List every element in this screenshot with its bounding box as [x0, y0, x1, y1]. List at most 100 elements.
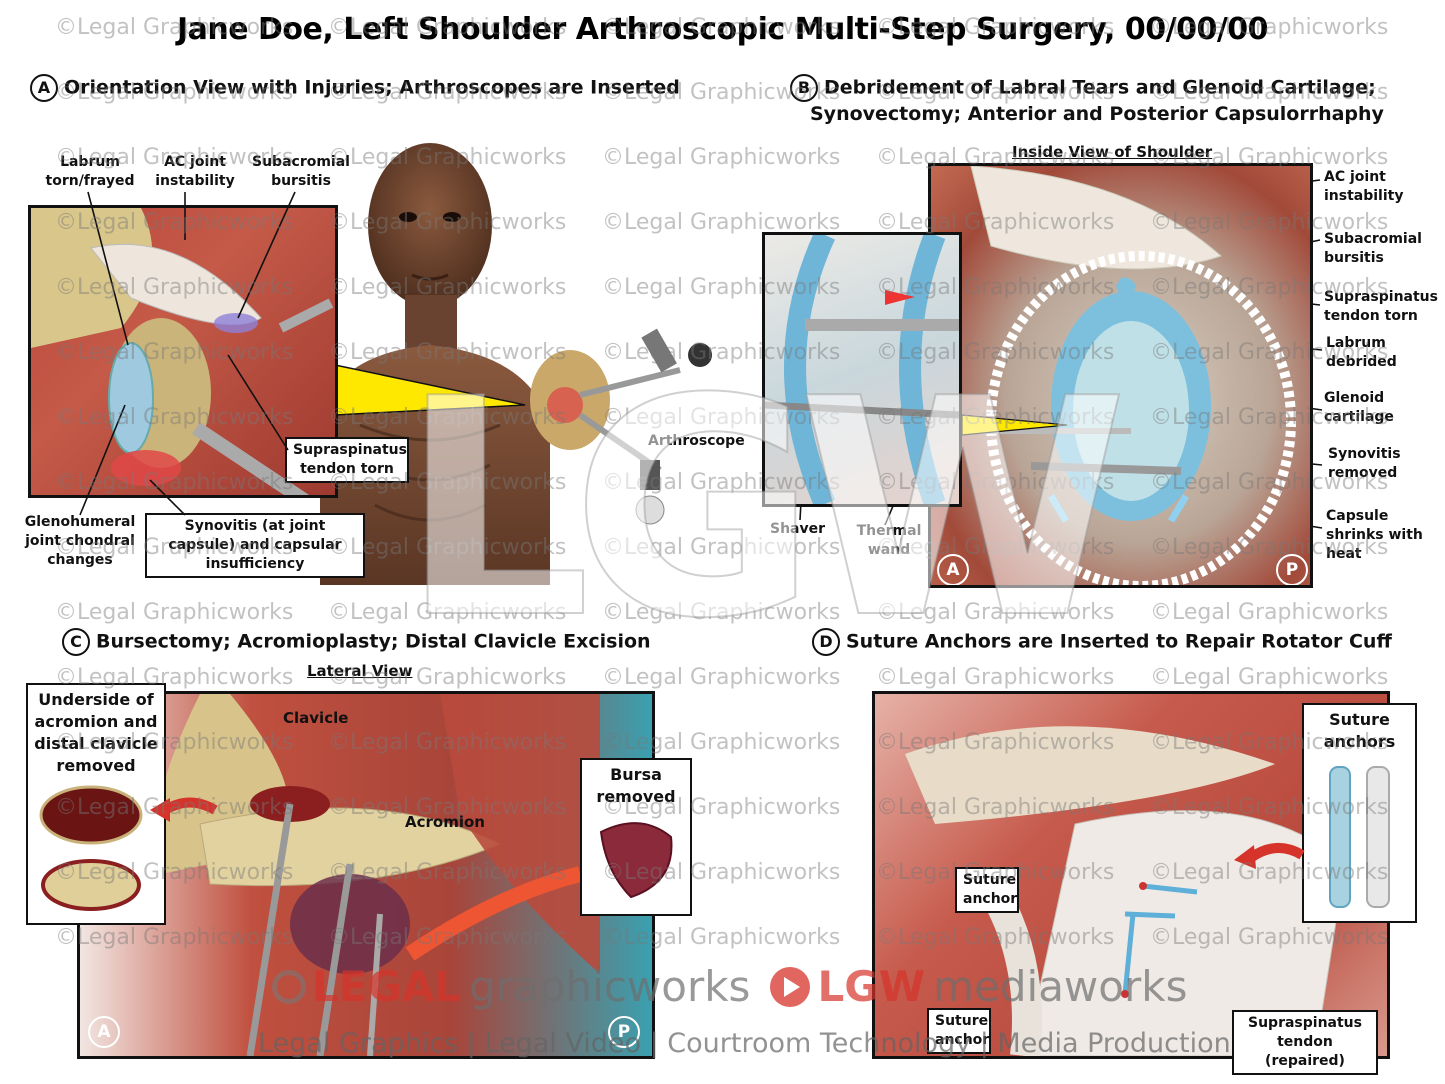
panel-d-suture-3	[1122, 913, 1136, 995]
arthroscope-label: Arthroscope	[648, 433, 745, 449]
watermark-text: ©Legal Graphicworks	[55, 600, 294, 625]
panel-d-heading: D Suture Anchors are Inserted to Repair R…	[812, 628, 1392, 656]
watermark-text: ©Legal Graphicworks	[1150, 600, 1389, 625]
panel-c-image: A P	[77, 691, 655, 1059]
panel-a-callout-wedge	[334, 364, 526, 416]
page-title: Jane Doe, Left Shoulder Arthroscopic Mul…	[176, 12, 1269, 47]
panel-c-left-arrow	[150, 797, 218, 822]
panel-d-anchor2-label: Suture anchor	[927, 1008, 991, 1054]
panel-b-letter: B	[790, 74, 818, 102]
inset-red-arrow	[885, 290, 915, 305]
panel-c-tool-1	[246, 803, 294, 1056]
panel-b-marker-p: P	[1276, 554, 1308, 585]
panel-d-illustration	[905, 726, 1346, 1056]
panel-c-acromion-label: Acromion	[405, 813, 485, 831]
panel-a-ac-label: AC joint instability	[155, 154, 235, 189]
panel-b-heading: B Debridement of Labral Tears and Glenoid…	[790, 74, 1376, 102]
panel-a-scope-lower	[192, 422, 310, 495]
watermark-text: ©Legal Graphicworks	[602, 665, 841, 690]
panel-d-anchors-image	[1328, 766, 1390, 908]
panel-a-subacromial-label: Subacromial bursitis	[252, 154, 350, 189]
panel-c-bursa	[290, 874, 410, 974]
panel-c-bursa-removed-image	[599, 822, 673, 899]
watermark-text: ©Legal Graphicworks	[876, 600, 1115, 625]
panel-c-clavicle-label: Clavicle	[283, 709, 349, 727]
panel-d-anchors-box: Suture anchors	[1302, 703, 1417, 923]
panel-d-red-arrow	[1234, 843, 1305, 869]
panel-b-image: A P	[928, 163, 1313, 588]
panel-c-red-arrow	[405, 866, 582, 961]
panel-d-acromion	[905, 726, 1275, 824]
panel-a-synovitis	[111, 450, 181, 486]
patient-eye-right	[443, 212, 461, 222]
panel-a-scope-upper	[278, 298, 334, 333]
panel-c-underside-label: Underside of acromion and distal clavicl…	[34, 690, 158, 775]
panel-a-synovitis-label: Synovitis (at joint capsule) and capsula…	[145, 513, 365, 578]
panel-b-labrum-label: Labrum debrided	[1326, 335, 1397, 370]
panel-a-labrum-label: Labrum torn/frayed	[45, 154, 135, 189]
inset-wand	[765, 401, 959, 419]
scope-eyepiece-1	[688, 343, 712, 367]
small-joint	[547, 387, 583, 423]
panel-d-suture-1	[1142, 883, 1198, 895]
panel-b-illustration	[931, 166, 1296, 585]
panel-b-tendon	[970, 166, 1222, 270]
panel-c-tool-2	[316, 863, 354, 1056]
panel-d-anchors-label: Suture anchors	[1323, 710, 1396, 751]
panel-a-supraspinatus-label: Supraspinatus tendon torn	[285, 437, 409, 483]
panel-d-letter: D	[812, 628, 840, 656]
arthroscope-instruments	[530, 328, 712, 525]
scope-handle-2	[640, 460, 660, 490]
panel-c-removed-bone	[39, 785, 143, 911]
watermark-text: ©Legal Graphicworks	[876, 665, 1115, 690]
scope-eyepiece-2	[635, 495, 665, 525]
inset-labrum-2	[899, 235, 946, 504]
panel-b-thermal-label: Thermal wand	[856, 523, 922, 558]
panel-c-tool-3	[367, 913, 383, 1056]
panel-b-labrum-top	[1116, 277, 1136, 301]
panel-c-underside-box: Underside of acromion and distal clavicl…	[26, 683, 166, 925]
scope-shaft-1	[579, 367, 681, 398]
panel-c-deltoid	[440, 694, 600, 974]
panel-a-letter: A	[30, 74, 58, 102]
panel-d-heading-text: Suture Anchors are Inserted to Repair Ro…	[846, 630, 1392, 653]
panel-b-inset-illustration	[765, 235, 959, 504]
watermark-text: ©Legal Graphicworks	[602, 600, 841, 625]
panel-a-heading: A Orientation View with Injuries; Arthros…	[30, 74, 680, 102]
panel-d-anchor-dot-1	[1139, 882, 1147, 890]
panel-b-glenoid-label: Glenoid cartilage	[1324, 390, 1394, 425]
panel-b-capsule-label: Capsule shrinks with heat	[1326, 508, 1423, 562]
panel-b-synovitis-label: Synovitis removed	[1328, 446, 1401, 481]
patient-mouth	[411, 273, 449, 281]
panel-c-subheading: Lateral View	[307, 662, 413, 680]
panel-b-callout-wedge	[962, 414, 1068, 436]
panel-b-wand-shaft	[1030, 462, 1182, 475]
panel-b-subheading: Inside View of Shoulder	[1012, 143, 1213, 161]
panel-d-tendon-label: Supraspinatus tendon (repaired)	[1232, 1010, 1378, 1075]
patient-head	[368, 143, 492, 307]
panel-c-letter: C	[62, 628, 90, 656]
inset-labrum	[784, 235, 836, 504]
panel-c-marker-a: A	[88, 1016, 120, 1048]
panel-c-heading-text: Bursectomy; Acromioplasty; Distal Clavic…	[96, 630, 651, 653]
panel-c-bursa-label: Bursa removed	[596, 765, 676, 806]
panel-b-heading-line1: Debridement of Labral Tears and Glenoid …	[824, 76, 1376, 99]
panel-c-marker-p: P	[608, 1016, 640, 1048]
panel-b-heading-line2: Synovectomy; Anterior and Posterior Caps…	[810, 103, 1384, 125]
watermark-text: ©Legal Graphicworks	[328, 600, 567, 625]
panel-b-shaver-label: Shaver	[770, 521, 826, 537]
panel-a-glenohumeral-label: Glenohumeral joint chondral changes	[24, 514, 136, 568]
panel-c-bursa-box: Bursa removed	[580, 758, 692, 916]
panel-c-heading: C Bursectomy; Acromioplasty; Distal Clavi…	[62, 628, 651, 656]
panel-a-heading-text: Orientation View with Injuries; Arthrosc…	[64, 76, 680, 99]
scope-handle-1	[641, 328, 677, 373]
patient-neck	[405, 295, 457, 355]
watermark-text: ©Legal Graphicworks	[1150, 665, 1389, 690]
panel-b-subacromial-label: Subacromial bursitis	[1324, 231, 1422, 266]
panel-b-shrink-arrows	[1047, 494, 1190, 523]
panel-c-illustration	[155, 694, 600, 1056]
patient-eye-left	[399, 212, 417, 222]
panel-d-anchor1-label: Suture anchor	[955, 867, 1019, 913]
panel-b-inset	[762, 232, 962, 507]
play-icon	[769, 966, 810, 1007]
